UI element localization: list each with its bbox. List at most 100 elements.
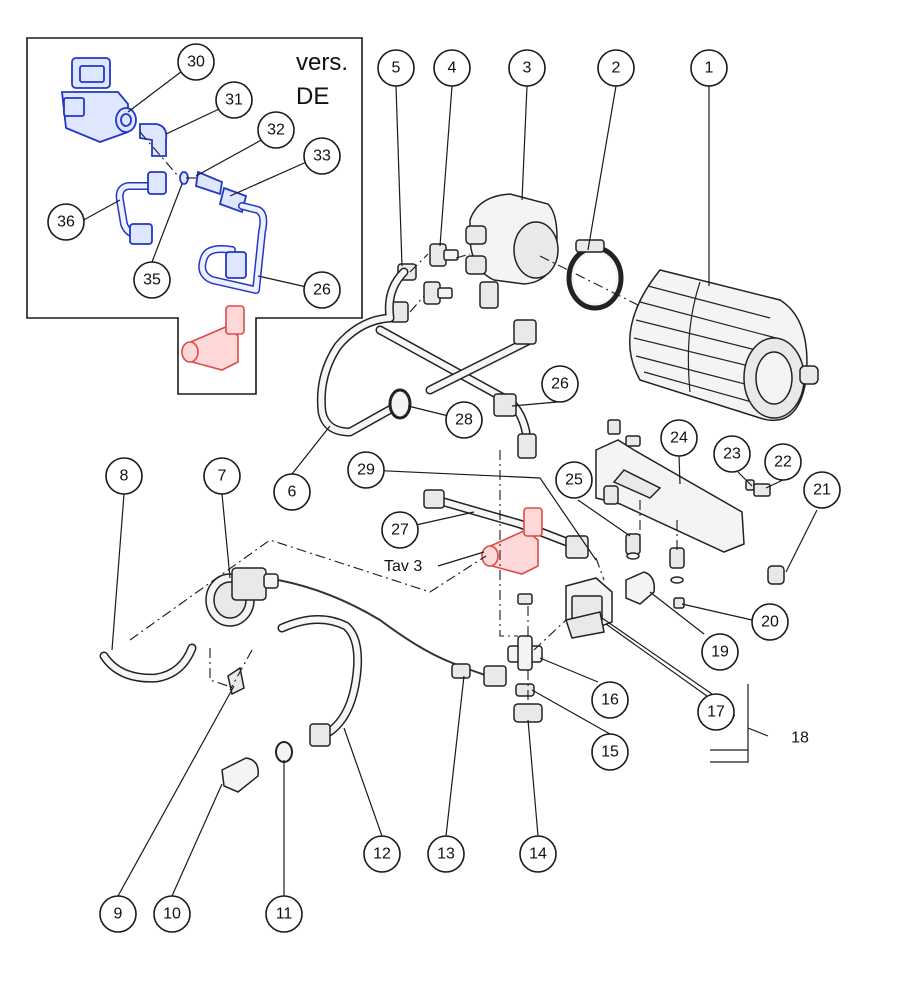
callout-1-label: 1 xyxy=(705,60,714,77)
callout-19-label: 19 xyxy=(711,644,729,661)
callout-2-label: 2 xyxy=(612,60,621,77)
bracket-part xyxy=(595,419,745,553)
red-valve-part xyxy=(481,507,543,575)
leader-lines xyxy=(79,61,818,897)
callout-16: 16 xyxy=(591,681,629,719)
callout-27: 27 xyxy=(381,511,419,549)
ring-28-part xyxy=(388,388,412,420)
inset-valve-part xyxy=(60,57,137,143)
callout-17-label: 17 xyxy=(707,704,725,721)
callout-15: 15 xyxy=(591,733,629,771)
fitting-15-part xyxy=(515,683,535,697)
callout-18-label: 18 xyxy=(791,730,809,747)
callout-18: 18 xyxy=(791,730,809,747)
nut-20-part xyxy=(673,597,685,609)
callout-8: 8 xyxy=(105,457,143,495)
gauge-7-part xyxy=(205,567,279,627)
callout-21-label: 21 xyxy=(813,482,831,499)
callout-12-label: 12 xyxy=(373,846,391,863)
callout-27-label: 27 xyxy=(391,522,409,539)
inset-label-de: DE xyxy=(296,83,329,110)
callout-1: 1 xyxy=(690,49,728,87)
callout-33: 33 xyxy=(303,137,341,175)
callout-31: 31 xyxy=(215,81,253,119)
callout-5: 5 xyxy=(377,49,415,87)
callout-26-label: 26 xyxy=(551,376,569,393)
nut-13-part xyxy=(483,665,507,687)
callout-35-label: 35 xyxy=(143,272,161,289)
screw-22-part xyxy=(753,483,771,497)
callout-23-label: 23 xyxy=(723,446,741,463)
callout-11-label: 11 xyxy=(276,906,293,923)
callout-25: 25 xyxy=(555,461,593,499)
callout-24-label: 24 xyxy=(670,430,688,447)
callout-5-label: 5 xyxy=(392,60,401,77)
tav-3-label: Tav 3 xyxy=(384,558,422,575)
motor-part xyxy=(629,269,819,422)
hose-8-part xyxy=(99,643,197,683)
callout-13-label: 13 xyxy=(437,846,455,863)
hose-12-part xyxy=(277,614,363,747)
inset-label-vers: vers. xyxy=(296,49,348,76)
fitting-26-part xyxy=(493,393,517,417)
callout-3: 3 xyxy=(508,49,546,87)
fitting-14-part xyxy=(513,703,543,723)
inset-red-valve xyxy=(181,305,245,371)
callout-6-label: 6 xyxy=(288,484,297,501)
callout-14: 14 xyxy=(519,835,557,873)
callout-2: 2 xyxy=(597,49,635,87)
callout-29: 29 xyxy=(347,451,385,489)
callout-15-label: 15 xyxy=(601,744,619,761)
mount-25-part xyxy=(603,485,685,584)
callout-32: 32 xyxy=(257,111,295,149)
callout-11: 11 xyxy=(265,895,303,933)
callout-13: 13 xyxy=(427,835,465,873)
callout-17: 17 xyxy=(697,693,735,731)
callout-6: 6 xyxy=(273,473,311,511)
callout-10: 10 xyxy=(153,895,191,933)
hose-27-part xyxy=(423,489,589,559)
callout-7: 7 xyxy=(203,457,241,495)
solenoid-valve-part xyxy=(565,577,613,639)
callout-22: 22 xyxy=(764,443,802,481)
callout-28-label: 28 xyxy=(455,412,473,429)
assembly-lines xyxy=(129,131,678,704)
callout-25-label: 25 xyxy=(565,472,583,489)
foot-21-part xyxy=(767,565,785,585)
callout-26-inset-label: 26 xyxy=(313,282,331,299)
elbow-10-part xyxy=(221,757,259,793)
callout-26-inset: 26 xyxy=(303,271,341,309)
callout-28: 28 xyxy=(445,401,483,439)
callout-36-label: 36 xyxy=(57,214,75,231)
callout-30-label: 30 xyxy=(187,54,205,71)
washer-11-part xyxy=(275,741,293,763)
callout-20-label: 20 xyxy=(761,614,779,631)
callout-4: 4 xyxy=(433,49,471,87)
tee-16-part xyxy=(507,593,543,671)
callout-19: 19 xyxy=(701,633,739,671)
inset-hose-26 xyxy=(198,202,268,294)
callout-36: 36 xyxy=(47,203,85,241)
callout-9: 9 xyxy=(99,895,137,933)
callout-7-label: 7 xyxy=(218,468,227,485)
callout-24: 24 xyxy=(660,419,698,457)
callout-26: 26 xyxy=(541,365,579,403)
clamp-part xyxy=(566,239,624,311)
callout-4-label: 4 xyxy=(448,60,457,77)
callout-33-label: 33 xyxy=(313,148,331,165)
elbow-19-part xyxy=(625,571,656,605)
callout-30: 30 xyxy=(177,43,215,81)
callout-29-label: 29 xyxy=(357,462,375,479)
callout-32-label: 32 xyxy=(267,122,285,139)
fitting-26b-part xyxy=(517,433,537,459)
callout-8-label: 8 xyxy=(120,468,129,485)
callout-12: 12 xyxy=(363,835,401,873)
callout-23: 23 xyxy=(713,435,751,473)
fitting-4-part xyxy=(423,243,459,305)
wire-13-part xyxy=(277,579,489,677)
callout-14-label: 14 xyxy=(529,846,547,863)
pump-part xyxy=(465,193,559,309)
inset-fitting-part xyxy=(195,170,224,196)
connector-13-part xyxy=(451,663,471,679)
